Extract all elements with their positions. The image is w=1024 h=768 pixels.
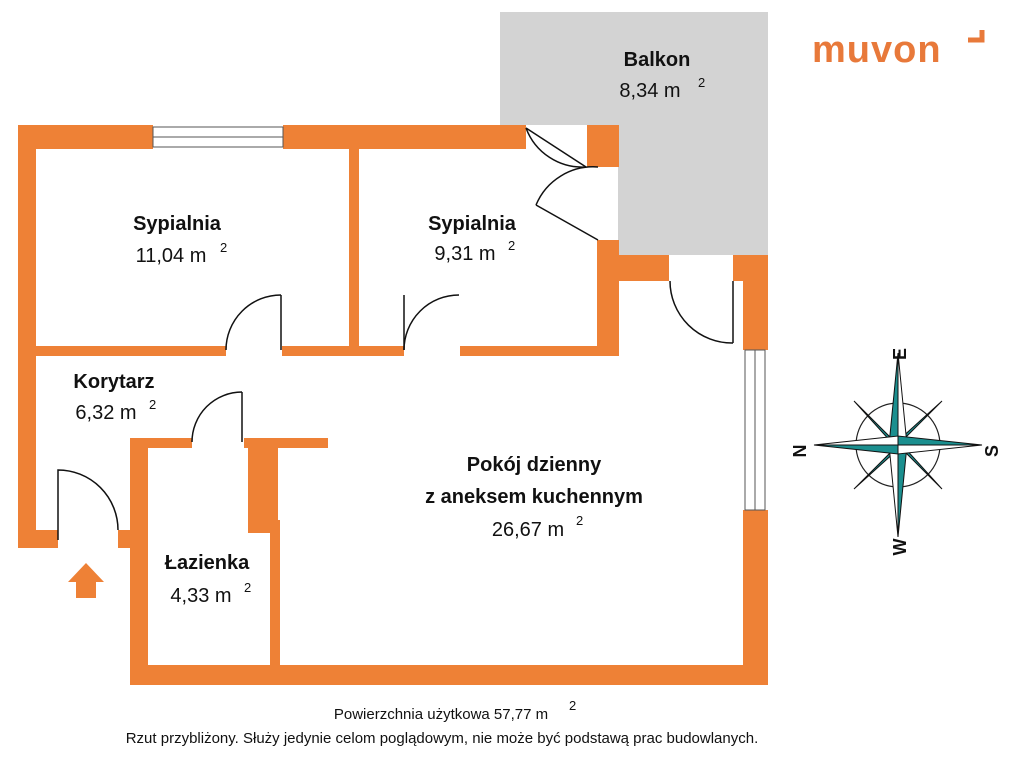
room-area-power: 2 <box>508 238 515 253</box>
total-area-power: 2 <box>569 698 576 713</box>
compass-n: N <box>790 445 810 458</box>
room-name-sypialnia-2: Sypialnia <box>428 213 517 235</box>
room-name-korytarz: Korytarz <box>73 371 154 393</box>
room-name-balkon: Balkon <box>624 49 691 71</box>
logo-text: muvon <box>812 29 942 71</box>
room-labels: Balkon 8,34 m 2 Sypialnia 11,04 m 2 Sypi… <box>73 49 705 607</box>
walls <box>18 125 768 685</box>
room-area-power: 2 <box>220 240 227 255</box>
disclaimer: Rzut przybliżony. Służy jedynie celom po… <box>126 730 759 747</box>
room-area-power: 2 <box>244 580 251 595</box>
room-name-sypialnia-1: Sypialnia <box>133 213 222 235</box>
room-name-pokoj-line2: z aneksem kuchennym <box>425 486 643 508</box>
compass-rose: N E S W <box>790 348 1002 556</box>
windows <box>152 126 766 511</box>
room-area-power: 2 <box>576 513 583 528</box>
balcony-area <box>500 12 768 255</box>
doors <box>57 127 734 540</box>
room-area-power: 2 <box>698 75 705 90</box>
room-name-pokoj: Pokój dzienny <box>467 454 602 476</box>
arrow-up-icon <box>68 563 104 598</box>
room-name-lazienka: Łazienka <box>165 552 250 574</box>
compass-s: S <box>982 445 1002 457</box>
room-area-balkon: 8,34 m <box>619 80 680 102</box>
room-area-lazienka: 4,33 m <box>170 585 231 607</box>
footer: Powierzchnia użytkowa 57,77 m 2 Rzut prz… <box>126 698 759 747</box>
compass-w: W <box>890 539 910 556</box>
brand-logo: muvon <box>812 29 985 71</box>
room-area-korytarz: 6,32 m <box>75 402 136 424</box>
room-area-sypialnia-2: 9,31 m <box>434 243 495 265</box>
total-area: Powierzchnia użytkowa 57,77 m <box>334 706 548 723</box>
logo-mark-icon <box>968 30 985 43</box>
room-area-sypialnia-1: 11,04 m <box>136 245 207 267</box>
compass-e: E <box>890 348 910 360</box>
room-area-power: 2 <box>149 397 156 412</box>
room-area-pokoj: 26,67 m <box>492 519 564 541</box>
